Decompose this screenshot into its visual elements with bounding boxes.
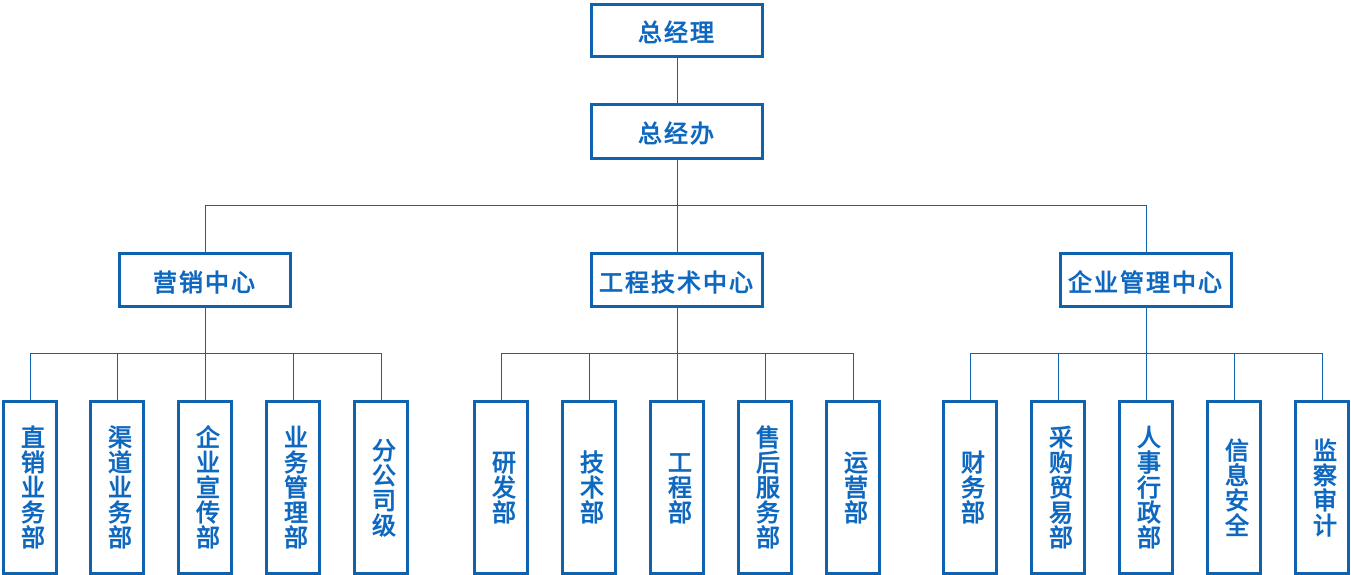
node-general-manager: 总经理 (590, 3, 764, 58)
connector-children-bus-marketing (30, 353, 382, 354)
connector-drop-management (1146, 205, 1147, 252)
node-supervision-audit: 监察审计 (1294, 400, 1350, 575)
connector-drop-child (205, 353, 206, 400)
node-general-manager-office: 总经办 (590, 103, 764, 160)
node-corporate-publicity-dept: 企业宣传部 (177, 400, 233, 575)
node-operations-dept: 运营部 (825, 400, 881, 575)
connector-drop-child (1146, 353, 1147, 400)
connector-drop-child (765, 353, 766, 400)
node-business-management-dept: 业务管理部 (265, 400, 321, 575)
node-information-security: 信息安全 (1206, 400, 1262, 575)
connector-office-bus (677, 160, 678, 205)
node-hr-admin-dept: 人事行政部 (1118, 400, 1174, 575)
node-marketing-center: 营销中心 (118, 252, 292, 308)
connector-drop-child (501, 353, 502, 400)
node-engineering-dept: 工程部 (649, 400, 705, 575)
connector-drop-child (1234, 353, 1235, 400)
connector-drop-child (117, 353, 118, 400)
connector-drop-child (293, 353, 294, 400)
connector-engineering-bus (677, 308, 678, 353)
node-branch-company-level: 分公司级 (353, 400, 409, 575)
node-channel-business-dept: 渠道业务部 (89, 400, 145, 575)
node-enterprise-management-center: 企业管理中心 (1059, 252, 1233, 308)
connector-drop-child (970, 353, 971, 400)
connector-drop-child (677, 353, 678, 400)
connector-drop-child (1058, 353, 1059, 400)
connector-drop-child (589, 353, 590, 400)
node-technology-dept: 技术部 (561, 400, 617, 575)
connector-drop-child (853, 353, 854, 400)
node-rnd-dept: 研发部 (473, 400, 529, 575)
connector-root-office (677, 58, 678, 103)
node-after-sales-service-dept: 售后服务部 (737, 400, 793, 575)
node-finance-dept: 财务部 (942, 400, 998, 575)
connector-drop-child (381, 353, 382, 400)
connector-drop-child (1322, 353, 1323, 400)
connector-branch-bus (205, 205, 1147, 206)
connector-management-bus (1146, 308, 1147, 353)
node-engineering-tech-center: 工程技术中心 (590, 252, 764, 308)
connector-marketing-bus (205, 308, 206, 353)
connector-drop-marketing (205, 205, 206, 252)
node-direct-sales-dept: 直销业务部 (2, 400, 58, 575)
node-procurement-trade-dept: 采购贸易部 (1030, 400, 1086, 575)
connector-drop-child (30, 353, 31, 400)
connector-drop-engineering (677, 205, 678, 252)
